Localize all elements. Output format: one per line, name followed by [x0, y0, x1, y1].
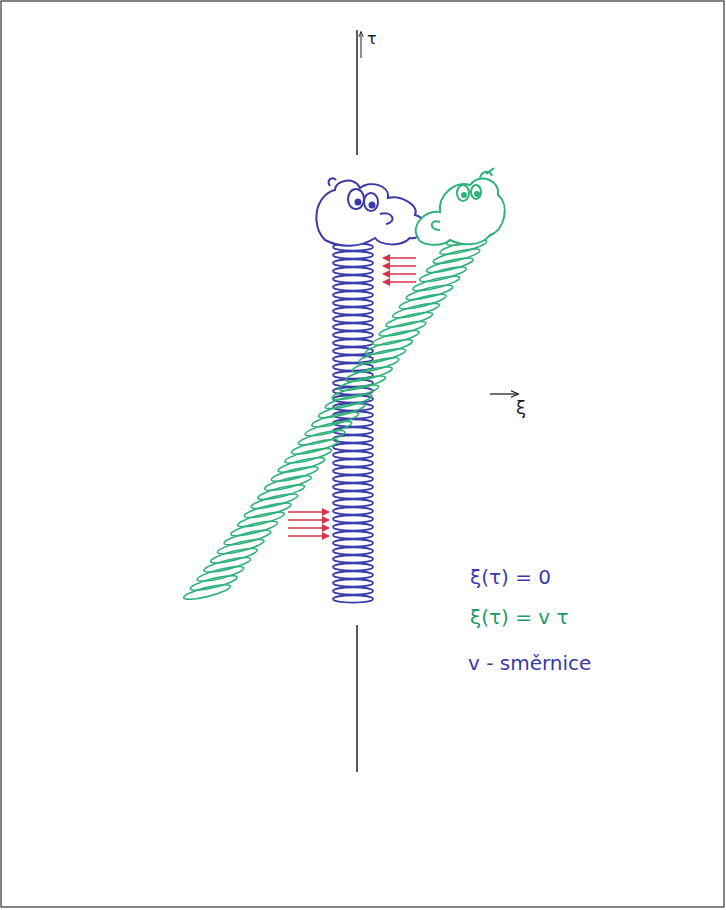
spring-coil	[333, 475, 373, 482]
spring-coil	[333, 555, 373, 562]
note-label: v - směrnice	[468, 652, 591, 674]
spring-coil	[333, 307, 373, 314]
blue-cartoon-face	[316, 178, 424, 245]
spring-coil	[333, 595, 373, 602]
axis-label: ξ	[516, 398, 526, 418]
axis-label: τ	[367, 30, 377, 48]
eye	[364, 193, 378, 211]
green-cartoon-face	[416, 168, 505, 245]
spring-coil	[333, 331, 373, 338]
spring-coil	[333, 315, 373, 322]
spring-coil	[333, 451, 373, 458]
force-arrow	[383, 281, 416, 283]
spring-coil	[333, 459, 373, 466]
time-axis-bottom	[356, 625, 358, 772]
force-arrow	[288, 519, 329, 521]
spring-coil	[333, 467, 373, 474]
spring-coil	[333, 267, 373, 274]
nose	[432, 221, 440, 230]
time-axis-top	[356, 30, 358, 155]
spring-coil	[333, 259, 373, 266]
face-outline	[316, 181, 424, 246]
face-tuft	[480, 168, 494, 178]
spring-coil	[333, 275, 373, 282]
nose	[380, 213, 393, 224]
equation-label: ξ(τ) = v τ	[470, 606, 569, 628]
spring-coil	[333, 283, 373, 290]
pupil	[356, 200, 361, 205]
force-arrow	[288, 527, 329, 529]
spring-coil	[333, 515, 373, 522]
face-tuft	[329, 178, 336, 186]
time-axis-arrow	[361, 32, 362, 58]
spring-coil	[333, 531, 373, 538]
spring-coil	[333, 499, 373, 506]
equation-label: ξ(τ) = 0	[470, 566, 551, 588]
force-arrow	[383, 265, 416, 267]
space-axis-arrow	[490, 393, 518, 394]
pupil	[475, 192, 479, 196]
spring-coil	[333, 323, 373, 330]
spring-coil	[333, 507, 373, 514]
spring-coil	[333, 539, 373, 546]
spring-coil	[333, 571, 373, 578]
spring-coil	[333, 563, 373, 570]
eye	[457, 185, 469, 201]
spring-coil	[333, 587, 373, 594]
force-arrow	[288, 511, 329, 513]
force-arrow	[288, 535, 329, 537]
face-outline	[416, 178, 505, 244]
force-arrow	[383, 273, 416, 275]
eye	[348, 189, 364, 209]
spring-coil	[333, 339, 373, 346]
force-arrows	[288, 258, 416, 536]
pupil	[370, 203, 375, 208]
pupil	[462, 193, 466, 197]
spring-coil	[333, 523, 373, 530]
spring-coil	[333, 547, 373, 554]
spring-coil	[333, 491, 373, 498]
spring-coil	[333, 299, 373, 306]
spring-coil	[333, 579, 373, 586]
spring-coil	[333, 443, 373, 450]
force-arrow	[383, 257, 416, 259]
green-worldline-spring	[183, 228, 495, 602]
spring-coil	[333, 251, 373, 258]
spring-coil	[333, 483, 373, 490]
spring-coil	[333, 291, 373, 298]
eye	[471, 185, 481, 199]
